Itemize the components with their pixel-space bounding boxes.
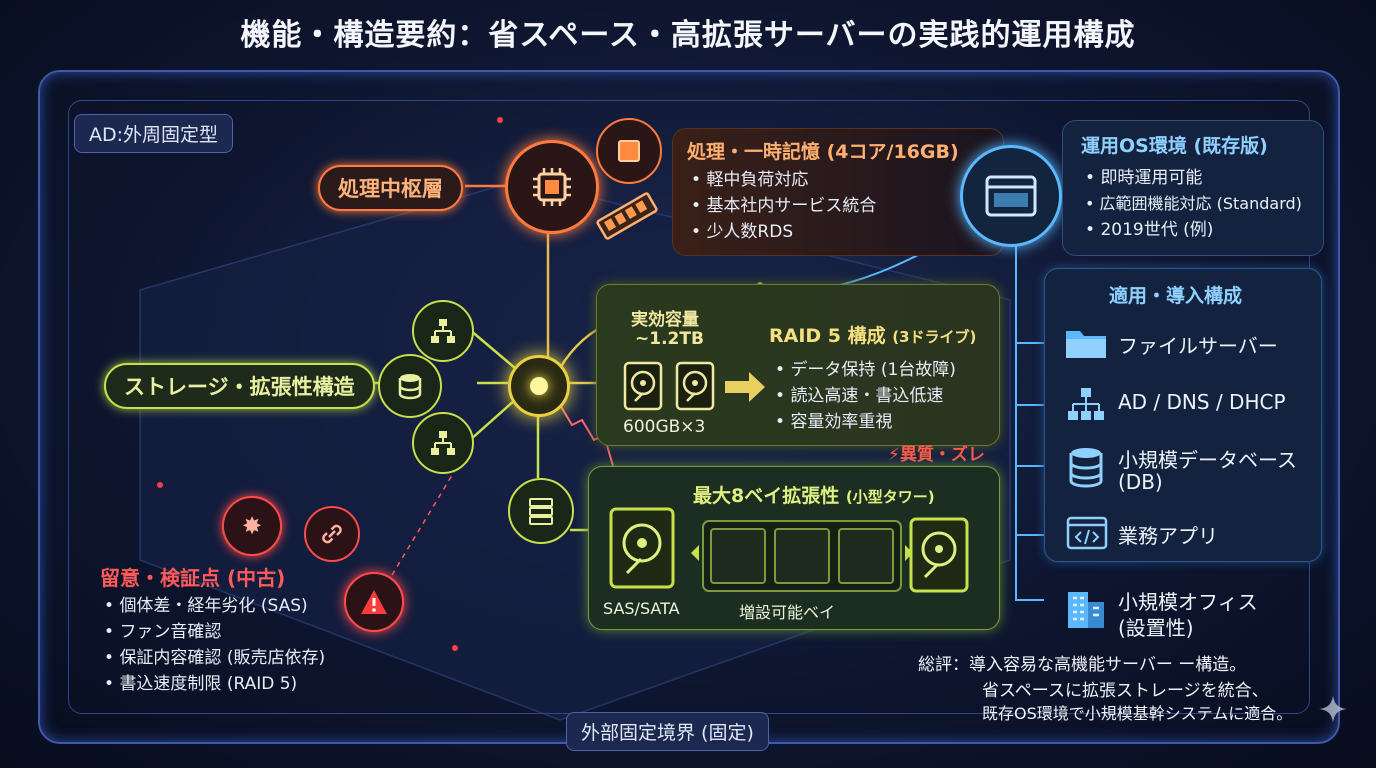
memory-icon [596,192,658,240]
raid-list: データ保持 (1台故障) 読込高速・書込低速 容量効率重視 [775,357,956,435]
raid-heading: RAID 5 構成 (3ドライブ) [769,321,976,348]
sas-label: SAS/SATA [603,599,680,618]
code-icon [1066,516,1108,550]
office-label: 小規模オフィス [1118,590,1258,614]
expansion-warning-text: 異質・ズレ [899,445,985,465]
boundary-tag: 外部固定境界 (固定) [566,712,769,751]
chain-link-icon [322,524,342,544]
bay-label: 増設可能ベイ [739,603,836,622]
caution-list: 個体差・経年劣化 (SAS) ファン音確認 保証内容確認 (販売店依存) 書込速… [104,593,325,697]
os-panel: 運用OS環境 (既存版) 即時運用可能 広範囲機能対応 (Standard) 2… [1062,120,1324,256]
warning-icon [361,590,387,614]
app-item-label: ファイルサーバー [1118,334,1278,358]
building-icon [1068,592,1104,628]
core-hub [508,355,570,417]
database-node [378,354,442,418]
expansion-heading: 最大8ベイ拡張性 (小型タワー) [693,481,935,508]
summary-line-2: 省スペースに拡張ストレージを統合、 [982,681,1269,701]
hierarchy-icon [431,431,455,455]
os-heading: 運用OS環境 (既存版) [1081,135,1268,157]
office-label-2: (設置性) [1118,616,1194,640]
caution-heading: 留意・検証点 (中古) [100,566,286,590]
raid-item: 容量効率重視 [775,409,956,435]
network-node-bottom [412,412,474,474]
expansion-heading-main: 最大8ベイ拡張性 [693,485,840,507]
app-item-label: AD / DNS / DHCP [1118,390,1286,414]
server-rack-icon [529,498,553,525]
ad-tag: AD:外周固定型 [74,114,234,153]
expansion-panel: 最大8ベイ拡張性 (小型タワー) SAS/SATA 増設可能ベイ [588,466,1000,630]
summary-line-1: 総評：導入容易な高機能サーバー ー構造。 [918,655,1247,675]
server-node [508,478,574,544]
network-icon [1068,388,1104,420]
database-icon [398,374,422,400]
hdd-icon [675,361,715,411]
raid-item: データ保持 (1台故障) [775,357,955,383]
app-item-label: 小規模データベース [1118,448,1297,472]
warning-node [344,572,404,632]
raid-heading-main: RAID 5 構成 [769,325,886,347]
raid-panel: 実効容量 ~1.2TB 600GB×3 RAID 5 構成 (3ドライブ) デー… [596,284,1000,446]
applications-heading: 適用・導入構成 [1109,285,1243,307]
os-node [960,145,1062,247]
raid-item: 読込高速・書込低速 [775,383,956,409]
processing-heading: 処理・一時記憶 (4コア/16GB) [687,141,959,163]
chip-node [596,118,662,184]
os-item: 2019世代 (例) [1085,217,1302,243]
arrow-right-icon [725,372,765,402]
large-hdd-icon [609,507,675,589]
page-title: 機能・構造要約：省スペース・高拡張サーバーの実践的運用構成 [240,18,1136,53]
processing-pill: 処理中枢層 [318,165,463,211]
raid-heading-note: (3ドライブ) [892,328,977,346]
summary-line-3: 既存OS環境で小規模基幹システムに適合。 [982,704,1293,723]
lightning-icon: ⚡ [888,445,900,465]
processing-panel: 処理・一時記憶 (4コア/16GB) 軽中負荷対応 基本社内サービス統合 少人数… [672,128,1004,256]
processing-list: 軽中負荷対応 基本社内サービス統合 少人数RDS [691,167,876,245]
expansion-warning: ⚡異質・ズレ [888,440,985,465]
cpu-node [505,140,599,234]
applications-panel: 適用・導入構成 [1044,268,1322,562]
processing-item: 少人数RDS [691,219,876,245]
core-glow [530,377,548,395]
database-icon [1069,448,1103,488]
sparkle-icon [1319,695,1347,723]
capacity-label: 実効容量 [631,310,699,330]
bay-slots [691,520,913,592]
cpu-icon [533,168,571,206]
network-node-top [412,300,474,362]
link-node [304,506,360,562]
app-item-label-2: (DB) [1118,470,1163,494]
caution-item: 書込速度制限 (RAID 5) [104,671,325,697]
drives-label: 600GB×3 [623,417,706,437]
os-item: 広範囲機能対応 (Standard) [1085,191,1302,217]
processing-item: 軽中負荷対応 [691,167,876,193]
hdd-icon [909,517,969,593]
window-icon [985,175,1037,217]
capacity-value: ~1.2TB [635,329,704,349]
caution-item: ファン音確認 [104,619,325,645]
caution-item: 個体差・経年劣化 (SAS) [104,593,325,619]
expansion-heading-note: (小型タワー) [845,488,935,506]
caution-item: 保証内容確認 (販売店依存) [104,645,325,671]
storage-pill: ストレージ・拡張性構造 [104,363,375,409]
hierarchy-icon [431,319,455,343]
os-item: 即時運用可能 [1085,165,1302,191]
app-item-label: 業務アプリ [1118,524,1218,548]
failure-node: ✸ [222,496,282,556]
hdd-icon [623,361,663,411]
folder-icon [1066,331,1106,358]
chip-icon [618,140,640,162]
os-list: 即時運用可能 広範囲機能対応 (Standard) 2019世代 (例) [1085,165,1302,243]
burst-icon: ✸ [241,512,263,540]
processing-item: 基本社内サービス統合 [691,193,876,219]
